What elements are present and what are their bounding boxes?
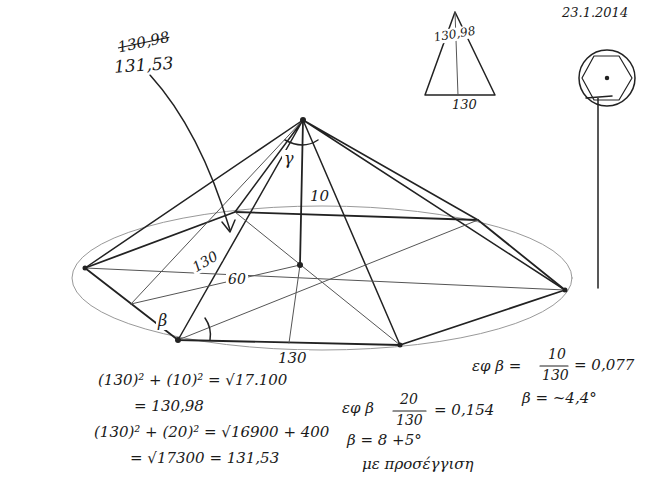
sketch-label: 23.1.2014 bbox=[560, 6, 630, 20]
base-ellipse bbox=[72, 206, 572, 350]
sketch-label: 130 bbox=[394, 413, 425, 428]
sketch-label: γ bbox=[282, 150, 296, 168]
lateral-edges bbox=[85, 120, 565, 345]
arrow-head bbox=[222, 220, 235, 232]
sketch-label: = 130,98 bbox=[132, 398, 206, 415]
sketch-label: με προσέγγιση bbox=[360, 456, 476, 473]
sketch-label: 10 bbox=[546, 347, 568, 362]
sketch-label: = √17300 = 131,53 bbox=[128, 450, 281, 467]
base-diagonals bbox=[85, 212, 565, 345]
gamma-arc bbox=[285, 140, 318, 145]
height-line bbox=[300, 120, 303, 265]
apothem-lines bbox=[131, 120, 303, 343]
base-hexagon bbox=[85, 212, 565, 345]
sketch-label: 130,98 bbox=[114, 28, 173, 56]
sketch-label: 130 bbox=[540, 368, 571, 383]
sketch-label: = 0,077 bbox=[572, 357, 636, 374]
sketch-label: 130 bbox=[276, 350, 309, 367]
height-marker bbox=[586, 96, 612, 288]
face-triangle bbox=[425, 12, 495, 95]
vertex-dots bbox=[83, 117, 568, 348]
sketch-label: (130)² + (20)² = √16900 + 400 bbox=[92, 424, 331, 441]
sketch-label: β bbox=[156, 312, 169, 330]
sketch-label: 20 bbox=[398, 392, 420, 407]
sketch-label: 131,53 bbox=[111, 54, 176, 77]
beta-arc bbox=[205, 318, 210, 340]
sketch-label: β = 8 +5° bbox=[345, 432, 424, 449]
sketch-label: 130,98 bbox=[431, 24, 479, 45]
plan-centre bbox=[606, 77, 609, 80]
sketch-label: εφ β bbox=[340, 400, 376, 417]
sketch-label: 10 bbox=[308, 188, 331, 205]
sketch-label: (130)² + (10)² = √17.100 bbox=[96, 372, 289, 389]
leader-arrow bbox=[150, 75, 230, 230]
triangle-height bbox=[455, 12, 458, 95]
sketch-label: 60 bbox=[226, 272, 248, 287]
sketch-label: β = ~4,4° bbox=[520, 390, 599, 407]
sketch-label: = 0,154 bbox=[432, 402, 496, 419]
sketch-label: 130 bbox=[450, 98, 479, 112]
sketch-label: εφ β = bbox=[470, 358, 523, 375]
plan-hexagon bbox=[582, 56, 632, 100]
